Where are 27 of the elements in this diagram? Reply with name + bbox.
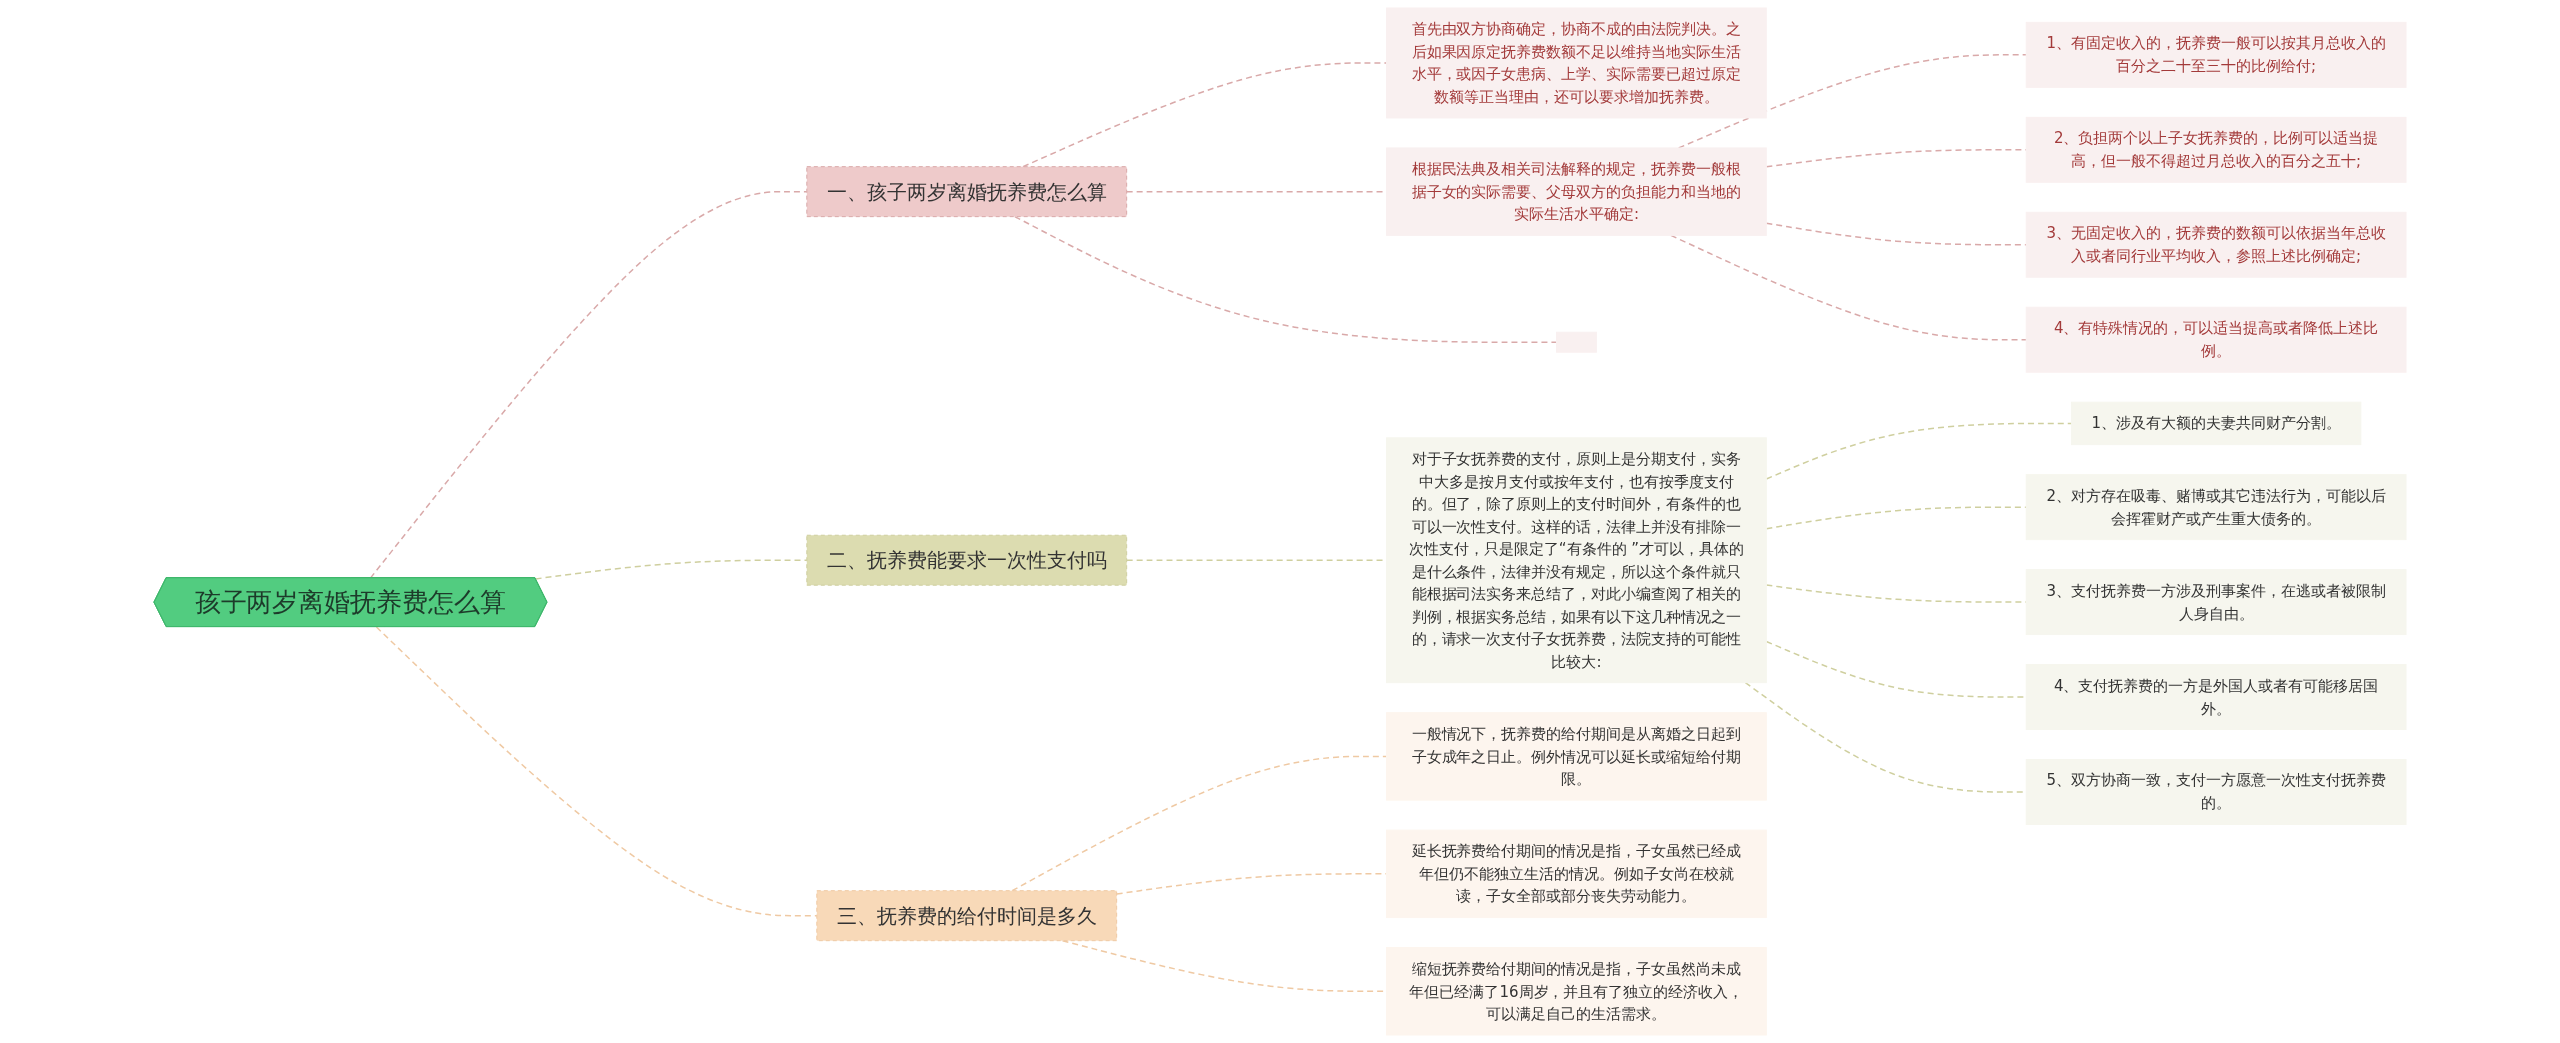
node-box: 对于子女抚养费的支付，原则上是分期支付，实务中大多是按月支付或按年支付，也有按季度支付的。但了，除了原则上的支付时间外，有条件的也可以一次性支付。这样的话，法律上并没有排除一次性支付，只是限定了“有条件的 ”才可以，具体的是什么条件，法律并没有规定，所以这个条件就只能根据司法实务来总结了，对此小编查阅了相关的判例，根据实务总结，如果有以下这几种情况之一的，请求一次支付子女抚养费，法院支持的可能性比较大: [1386, 437, 1767, 684]
node-box: 一般情况下，抚养费的给付期间是从离婚之日起到子女成年之日止。例外情况可以延长或缩短给付期限。 [1386, 712, 1767, 801]
connector [1014, 215, 1558, 343]
node-box: 三、抚养费的给付时间是多久 [816, 890, 1118, 942]
node-box: 一、孩子两岁离婚抚养费怎么算 [806, 166, 1128, 218]
connector [1022, 62, 1388, 168]
node-box: 1、有固定收入的，抚养费一般可以按其月总收入的百分之二十至三十的比例给付; [2025, 21, 2407, 88]
connector [1011, 755, 1388, 892]
node-box: 根据民法典及相关司法解释的规定，抚养费一般根据子女的实际需要、父母双方的负担能力和当地的实际生活水平确定: [1386, 147, 1767, 236]
node-box: 延长抚养费给付期间的情况是指，子女虽然已经成年但仍不能独立生活的情况。例如子女尚在校就读，子女全部或部分丧失劳动能力。 [1386, 829, 1767, 919]
node-box: 1、涉及有大额的夫妻共同财产分割。 [2070, 401, 2362, 446]
node-box: 二、抚养费能要求一次性支付吗 [806, 534, 1128, 586]
connector [1765, 506, 2027, 530]
connector [1765, 222, 2027, 246]
node-box: 首先由双方协商确定，协商不成的由法院判决。之后如果因原定抚养费数额不足以维持当地实际生活水平，或因子女患病、上学、实际需要已超过原定数额等正当理由，还可以要求增加抚养费。 [1386, 7, 1767, 119]
connector [534, 559, 808, 580]
node-box: 4、有特殊情况的，可以适当提高或者降低上述比例。 [2025, 306, 2407, 373]
node-box: 3、无固定收入的，抚养费的数额可以依据当年总收入或者同行业平均收入，参照上述比例确定; [2025, 211, 2407, 278]
node-box: 4、支付抚养费的一方是外国人或者有可能移居国外。 [2025, 664, 2407, 731]
node-box: 2、负担两个以上子女抚养费的，比例可以适当提高，但一般不得超过月总收入的百分之五十; [2025, 116, 2407, 183]
connector [1765, 422, 2073, 480]
node-box: 3、支付抚养费一方涉及刑事案件，在逃或者被限制人身自由。 [2025, 569, 2407, 636]
connector [375, 626, 818, 917]
connector [1670, 234, 2027, 341]
node-box: 2、对方存在吸毒、赌博或其它违法行为，可能以后会挥霍财产或产生重大债务的。 [2025, 474, 2407, 541]
connector [369, 190, 808, 579]
node-box [1555, 331, 1597, 353]
